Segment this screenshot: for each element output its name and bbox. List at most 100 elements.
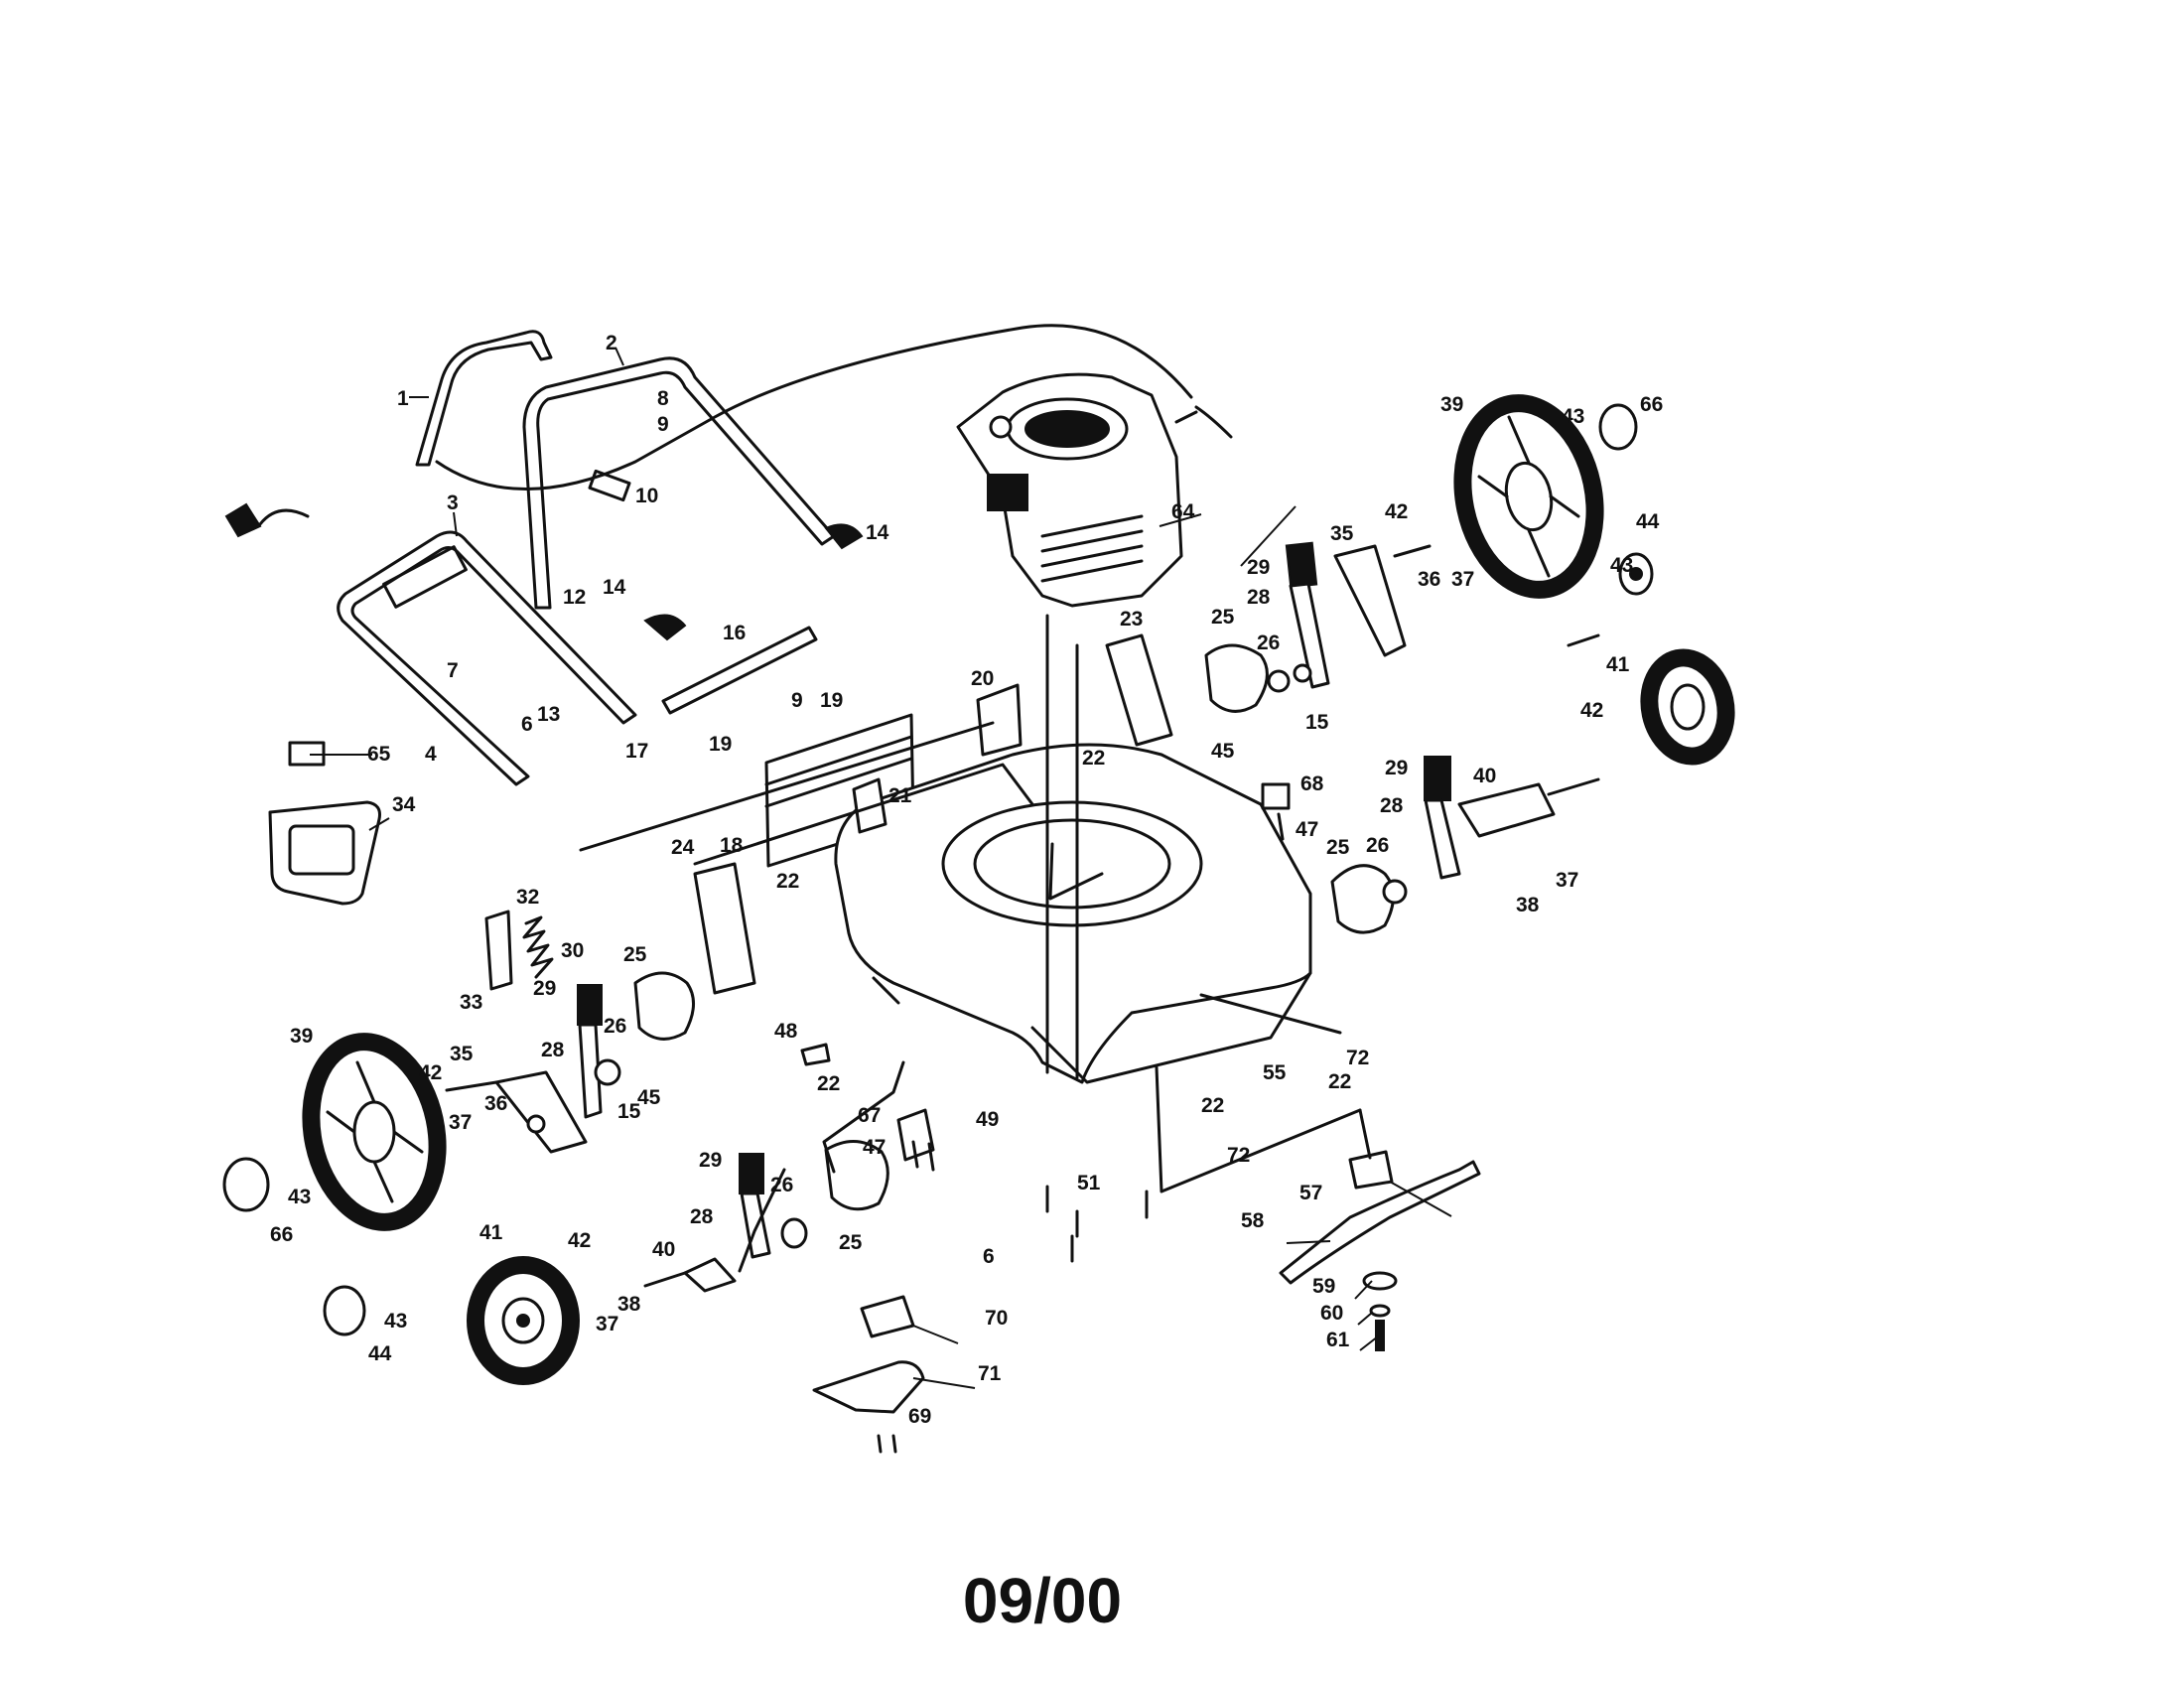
callout-72: 72 bbox=[1346, 1047, 1369, 1069]
upper-handle-part bbox=[522, 356, 836, 610]
deflector-rod-part bbox=[860, 1295, 915, 1338]
callout-25: 25 bbox=[1211, 606, 1235, 629]
callout-22: 22 bbox=[776, 870, 799, 893]
callout-47: 47 bbox=[863, 1136, 886, 1159]
callout-22: 22 bbox=[817, 1072, 840, 1095]
lower-handle-part bbox=[337, 530, 637, 786]
callout-19: 19 bbox=[820, 689, 843, 712]
callout-25: 25 bbox=[839, 1231, 863, 1254]
bracket-part bbox=[1261, 782, 1291, 810]
callout-68: 68 bbox=[1300, 772, 1324, 795]
callout-36: 36 bbox=[484, 1092, 507, 1115]
callout-12: 12 bbox=[563, 586, 586, 609]
bolt-part bbox=[911, 1140, 935, 1172]
callout-57: 57 bbox=[1299, 1182, 1322, 1204]
callout-20: 20 bbox=[971, 667, 994, 690]
callout-labels: 1 2 3 4 6 6 7 8 9 9 10 12 13 14 14 15 15… bbox=[270, 332, 1663, 1428]
callout-16: 16 bbox=[723, 622, 746, 644]
callout-29: 29 bbox=[1385, 757, 1408, 779]
callout-19: 19 bbox=[709, 733, 732, 756]
callout-26: 26 bbox=[1366, 834, 1389, 857]
callout-29: 29 bbox=[1247, 556, 1270, 579]
callout-48: 48 bbox=[774, 1020, 798, 1043]
callout-35: 35 bbox=[1330, 522, 1354, 545]
washer-part bbox=[1369, 1304, 1391, 1318]
bolt-part bbox=[1277, 812, 1285, 841]
callout-43: 43 bbox=[384, 1310, 407, 1333]
callout-43: 43 bbox=[1562, 405, 1584, 428]
height-adjuster-assembly bbox=[445, 541, 1600, 1293]
callout-9: 9 bbox=[791, 689, 803, 712]
callout-15: 15 bbox=[617, 1100, 641, 1123]
callout-26: 26 bbox=[770, 1174, 793, 1196]
bail-bar-part bbox=[415, 330, 553, 467]
callout-22: 22 bbox=[1201, 1094, 1224, 1117]
callout-28: 28 bbox=[690, 1205, 714, 1228]
callout-60: 60 bbox=[1320, 1302, 1343, 1325]
engine-assembly bbox=[956, 372, 1198, 608]
callout-24: 24 bbox=[671, 836, 695, 859]
callout-25: 25 bbox=[1326, 836, 1350, 859]
callout-3: 3 bbox=[447, 491, 459, 514]
callout-9: 9 bbox=[657, 413, 669, 436]
callout-42: 42 bbox=[1580, 699, 1603, 722]
callout-29: 29 bbox=[533, 977, 556, 1000]
callout-41: 41 bbox=[479, 1221, 503, 1244]
callout-32: 32 bbox=[516, 886, 539, 909]
callout-15: 15 bbox=[1305, 711, 1329, 734]
callout-72: 72 bbox=[1227, 1144, 1250, 1167]
callout-13: 13 bbox=[537, 703, 560, 726]
callout-61: 61 bbox=[1326, 1329, 1350, 1351]
callout-59: 59 bbox=[1312, 1275, 1335, 1298]
callout-67: 67 bbox=[858, 1104, 881, 1127]
callout-51: 51 bbox=[1077, 1172, 1101, 1194]
date-code: 09/00 bbox=[963, 1565, 1122, 1636]
callout-65: 65 bbox=[367, 743, 391, 766]
blade-bolt-part bbox=[1375, 1320, 1385, 1351]
callout-26: 26 bbox=[604, 1015, 626, 1038]
callout-18: 18 bbox=[720, 834, 744, 857]
callout-23: 23 bbox=[1120, 608, 1143, 631]
callout-35: 35 bbox=[450, 1043, 474, 1065]
callout-17: 17 bbox=[625, 740, 648, 763]
callout-69: 69 bbox=[908, 1405, 931, 1428]
bolt-part bbox=[1045, 1185, 1149, 1263]
callout-37: 37 bbox=[449, 1111, 472, 1134]
callout-42: 42 bbox=[568, 1229, 591, 1252]
height-adjuster-plate-part bbox=[633, 971, 695, 1041]
callout-55: 55 bbox=[1263, 1061, 1287, 1084]
callout-64: 64 bbox=[1171, 500, 1195, 523]
handle-assembly bbox=[224, 330, 915, 906]
callout-42: 42 bbox=[1385, 500, 1408, 523]
bracket-part bbox=[976, 683, 1023, 757]
callout-14: 14 bbox=[866, 521, 889, 544]
handle-knob-part bbox=[824, 523, 864, 550]
callout-44: 44 bbox=[368, 1342, 392, 1365]
wheel-icon bbox=[222, 394, 1735, 1385]
height-adjuster-plate-part bbox=[1204, 643, 1269, 713]
callout-14: 14 bbox=[603, 576, 626, 599]
height-adjuster-plate-part bbox=[1105, 633, 1173, 747]
height-adjuster-plate-part bbox=[693, 862, 756, 995]
plug-part bbox=[800, 1043, 831, 1066]
callout-58: 58 bbox=[1241, 1209, 1265, 1232]
callout-37: 37 bbox=[1556, 869, 1578, 892]
callout-45: 45 bbox=[637, 1086, 661, 1109]
callout-42: 42 bbox=[419, 1061, 442, 1084]
cable-clip-part bbox=[588, 469, 631, 502]
callout-36: 36 bbox=[1418, 568, 1440, 591]
callout-28: 28 bbox=[541, 1039, 565, 1061]
callout-28: 28 bbox=[1247, 586, 1271, 609]
callout-38: 38 bbox=[1516, 894, 1540, 916]
callout-7: 7 bbox=[447, 659, 459, 682]
callout-22: 22 bbox=[1328, 1070, 1351, 1093]
callout-43: 43 bbox=[1610, 554, 1633, 577]
handle-rod-part bbox=[661, 626, 818, 715]
handle-knob-part bbox=[643, 614, 687, 641]
callout-43: 43 bbox=[288, 1186, 311, 1208]
connector-lines bbox=[435, 324, 1600, 1273]
callout-8: 8 bbox=[657, 387, 669, 410]
callout-26: 26 bbox=[1257, 632, 1280, 654]
callout-6: 6 bbox=[983, 1245, 995, 1268]
